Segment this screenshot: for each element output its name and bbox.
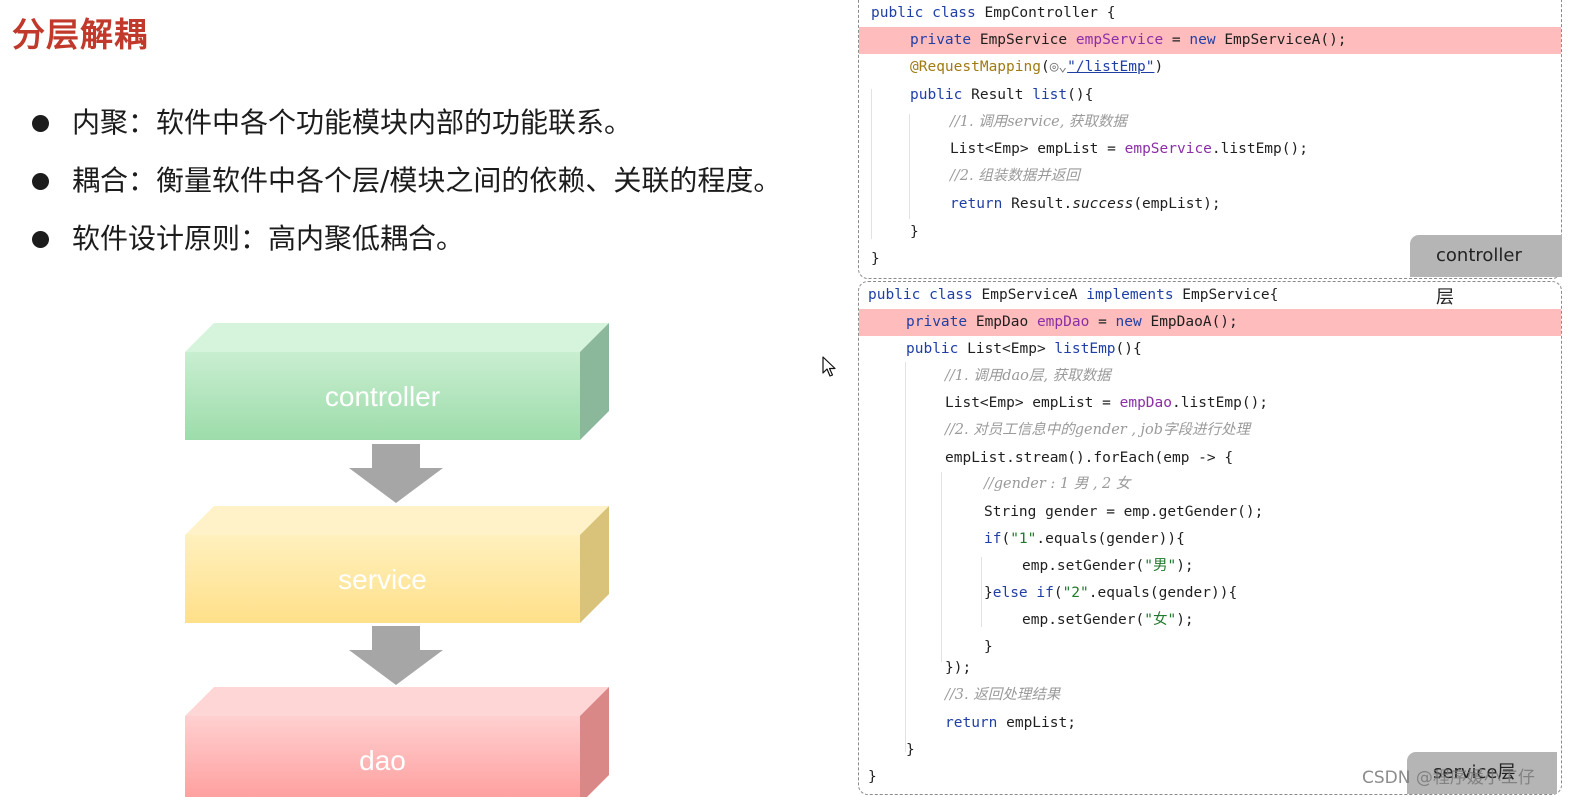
- code-line-highlighted: private EmpService empService = new EmpS…: [859, 27, 1561, 54]
- bullet-dot-icon: [32, 173, 49, 190]
- code-line: }: [984, 639, 993, 655]
- layer-box-service: service: [185, 506, 609, 623]
- bullet-list: 内聚：软件中各个功能模块内部的功能联系。 耦合：衡量软件中各个层/模块之间的依赖…: [30, 98, 781, 272]
- code-line: public List<Emp> listEmp(){: [906, 341, 1142, 357]
- service-layer-tag: service层: [1407, 752, 1557, 794]
- down-arrow-icon: [349, 626, 443, 685]
- layer-diagram: controller service dao: [185, 323, 609, 797]
- mouse-cursor-icon: [822, 356, 836, 377]
- layer-top-face: [185, 506, 609, 535]
- code-comment: //2. 对员工信息中的gender , job字段进行处理: [945, 422, 1251, 438]
- code-line: }: [910, 224, 919, 240]
- code-line: return empList;: [945, 715, 1076, 731]
- code-line: @RequestMapping(◎⌄"/listEmp"): [910, 59, 1164, 75]
- code-line: public class EmpController {: [871, 5, 1116, 21]
- service-code-panel: public class EmpServiceA implements EmpS…: [858, 281, 1562, 795]
- slide-title: 分层解耦: [12, 15, 148, 54]
- code-comment: //2. 组装数据并返回: [950, 168, 1080, 184]
- layer-label: service: [338, 564, 427, 595]
- controller-code-panel: public class EmpController { private Emp…: [858, 0, 1562, 279]
- layer-box-dao: dao: [185, 687, 609, 797]
- code-line: }: [906, 742, 915, 758]
- code-line: }else if("2".equals(gender)){: [984, 585, 1238, 601]
- code-line: }: [868, 769, 877, 785]
- layer-front-face: [185, 535, 580, 623]
- layer-label: dao: [359, 745, 406, 776]
- layer-label: controller: [325, 381, 440, 412]
- layer-box-controller: controller: [185, 323, 609, 440]
- layer-side-face: [580, 323, 609, 440]
- bullet-item-cohesion: 内聚：软件中各个功能模块内部的功能联系。: [30, 98, 781, 156]
- bullet-dot-icon: [32, 115, 49, 132]
- layer-top-face: [185, 687, 609, 716]
- watermark: CSDN @程序媛小工仔: [1362, 768, 1535, 788]
- bullet-item-principle: 软件设计原则：高内聚低耦合。: [30, 214, 781, 272]
- code-comment: //1. 调用dao层, 获取数据: [945, 368, 1111, 384]
- code-line: });: [945, 660, 972, 676]
- layer-front-face: [185, 716, 580, 797]
- code-line: String gender = emp.getGender();: [984, 504, 1264, 520]
- layer-side-face: [580, 506, 609, 623]
- code-comment: //3. 返回处理结果: [945, 687, 1061, 703]
- code-line: public class EmpServiceA implements EmpS…: [868, 287, 1279, 303]
- code-line: emp.setGender("女");: [1022, 612, 1194, 628]
- globe-icon: ◎⌄: [1049, 59, 1068, 75]
- code-comment: //gender : 1 男 , 2 女: [984, 476, 1131, 492]
- code-line: List<Emp> empList = empDao.listEmp();: [945, 395, 1269, 411]
- code-line: List<Emp> empList = empService.listEmp()…: [950, 141, 1308, 157]
- code-line: public Result list(){: [910, 87, 1094, 103]
- code-line: return Result.success(empList);: [950, 196, 1221, 212]
- code-line: emp.setGender("男");: [1022, 558, 1194, 574]
- code-line: }: [871, 251, 880, 267]
- bullet-dot-icon: [32, 231, 49, 248]
- bullet-item-coupling: 耦合：衡量软件中各个层/模块之间的依赖、关联的程度。: [30, 156, 781, 214]
- code-line: if("1".equals(gender)){: [984, 531, 1185, 547]
- layer-side-face: [580, 687, 609, 797]
- layer-front-face: [185, 352, 580, 440]
- code-line: empList.stream().forEach(emp -> {: [945, 450, 1234, 466]
- down-arrow-icon: [349, 444, 443, 503]
- code-comment: //1. 调用service, 获取数据: [950, 114, 1127, 130]
- layer-top-face: [185, 323, 609, 352]
- controller-layer-tag: controller层: [1410, 235, 1562, 308]
- code-line-highlighted: private EmpDao empDao = new EmpDaoA();: [859, 309, 1561, 336]
